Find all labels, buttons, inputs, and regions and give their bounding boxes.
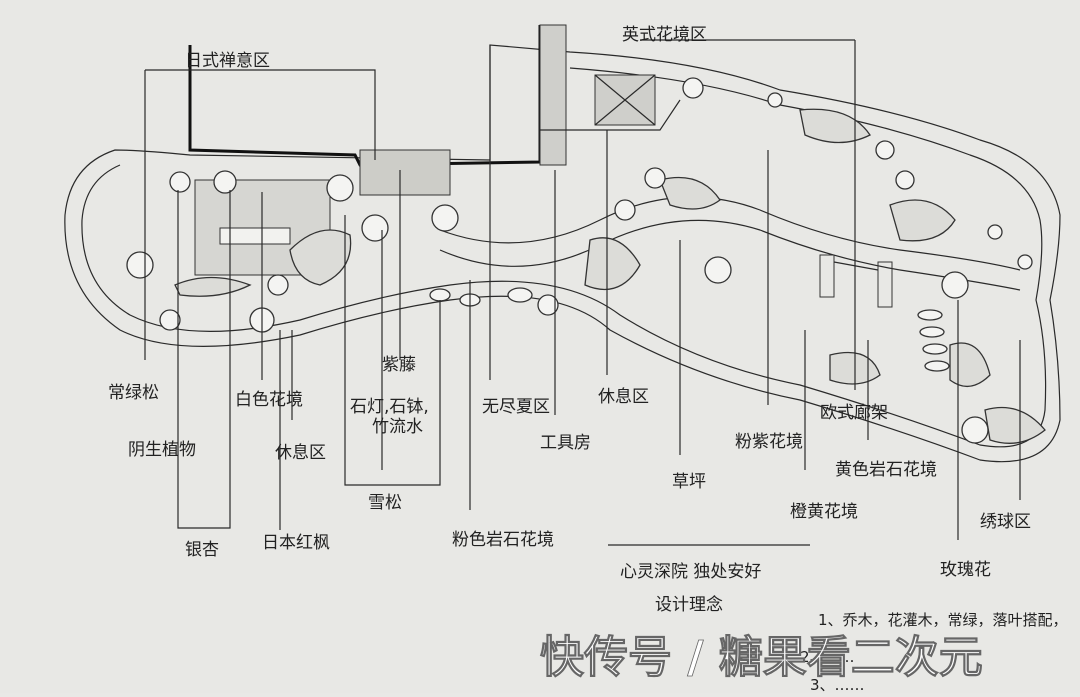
label-rest-area-left: 休息区 [275,443,326,463]
label-infinite-pool: 无尽夏区 [482,397,550,417]
rock [889,199,956,242]
label-orange-yellow-border: 橙黄花境 [790,502,858,522]
stepping-stones [429,287,950,372]
garden-outline-inner [81,67,1047,448]
label-stone-lantern: 石灯,石钵, [350,397,429,417]
label-pink-rock-border: 粉色岩石花境 [452,530,554,550]
zone-label-japanese: 日式禅意区 [185,51,270,71]
wall-strip [539,24,567,166]
concept-line-3: 3、…… [810,676,865,693]
water-feature [359,149,451,196]
watermark: 快传号 / 糖果看二次元 [540,632,983,683]
garden-outline [64,44,1061,463]
concept-line-1: 1、乔木，花灌木，常绿，落叶搭配， [818,611,1068,629]
concept-line-2: 2、…… [800,648,855,666]
label-euro-pergola: 欧式廊架 [820,403,888,423]
tree-group [126,77,1033,444]
label-white-flower-border: 白色花境 [235,390,303,410]
rock [174,276,252,297]
label-yellow-rock-border: 黄色岩石花境 [835,460,937,480]
rock [659,176,721,210]
rock [584,237,641,291]
label-tool-shed: 工具房 [540,433,591,453]
stone-table [219,227,291,245]
rock [289,229,352,286]
label-purple-wisteria: 紫藤 [382,355,416,375]
pergola [819,254,893,308]
label-shade-plants: 阴生植物 [128,440,196,460]
label-rose: 玫瑰花 [940,560,991,580]
label-bamboo-water: 竹流水 [372,417,423,437]
label-pink-purple-border: 粉紫花境 [735,432,803,452]
label-rest-area-mid: 休息区 [598,387,649,407]
zone-label-english: 英式花境区 [622,25,707,45]
label-lawn: 草坪 [672,472,706,492]
label-evergreen-pine: 常绿松 [108,383,159,403]
label-hydrangea-zone: 绣球区 [980,512,1031,532]
concept-headline: 心灵深院 独处安好 [620,562,761,582]
label-japanese-maple: 日本红枫 [262,533,330,553]
rock [799,108,871,144]
label-ginkgo: 银杏 [185,540,219,560]
rock [984,406,1046,444]
garden-path [439,196,1021,271]
concept-title: 设计理念 [655,594,723,615]
label-cedar: 雪松 [368,493,402,513]
house-step [540,99,681,131]
leader-lines [144,39,1021,540]
